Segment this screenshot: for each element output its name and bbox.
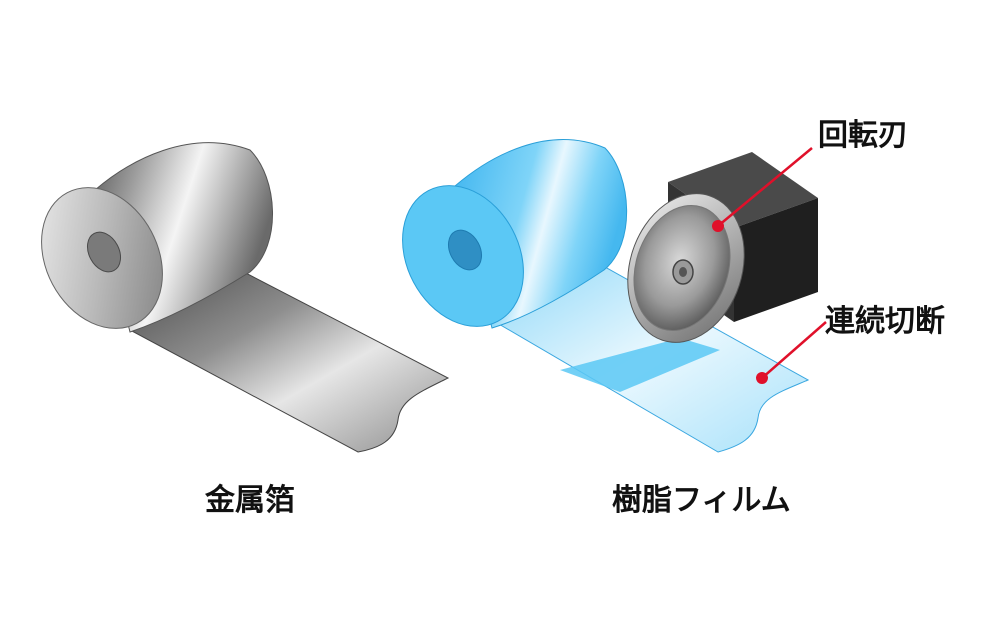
resin-film-shadow xyxy=(560,338,720,392)
metal-foil-sheet xyxy=(128,269,450,453)
rotary-blade-label: 回転刃 xyxy=(818,118,908,153)
resin-film-label: 樹脂フィルム xyxy=(612,483,791,518)
resin-film-roll-icon xyxy=(402,139,810,453)
leader-continuous-cutting xyxy=(756,321,827,384)
resin-film-core xyxy=(447,229,483,271)
leader-rotary-blade xyxy=(712,147,813,232)
metal-foil-roll-icon xyxy=(41,142,450,453)
metal-foil-core xyxy=(86,231,122,273)
rotary-blade-assembly xyxy=(627,152,818,343)
continuous-cutting-label: 連続切断 xyxy=(825,304,945,339)
metal-foil-label: 金属箔 xyxy=(205,483,295,518)
